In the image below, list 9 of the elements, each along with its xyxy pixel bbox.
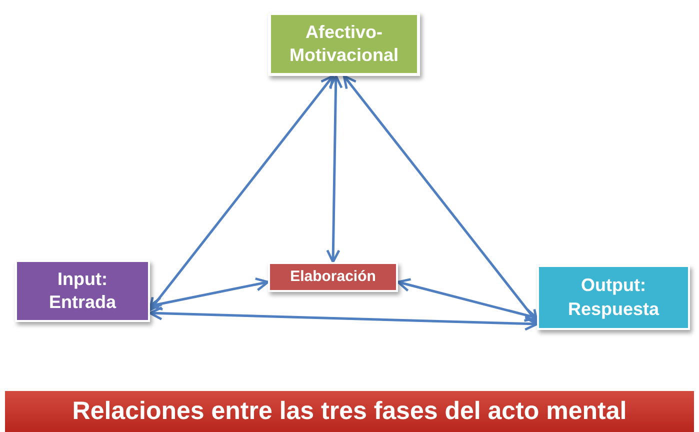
arrow [148, 74, 334, 312]
process-box: Input: Entrada [15, 260, 150, 322]
process-box: Output: Respuesta [537, 265, 690, 330]
process-box: Elaboración [268, 262, 398, 292]
arrow [342, 74, 538, 324]
process-box: Afectivo-Motivacional [268, 12, 420, 76]
title-banner: Relaciones entre las tres fases del acto mental [5, 391, 694, 432]
arrow [148, 306, 538, 331]
arrow [326, 74, 343, 264]
